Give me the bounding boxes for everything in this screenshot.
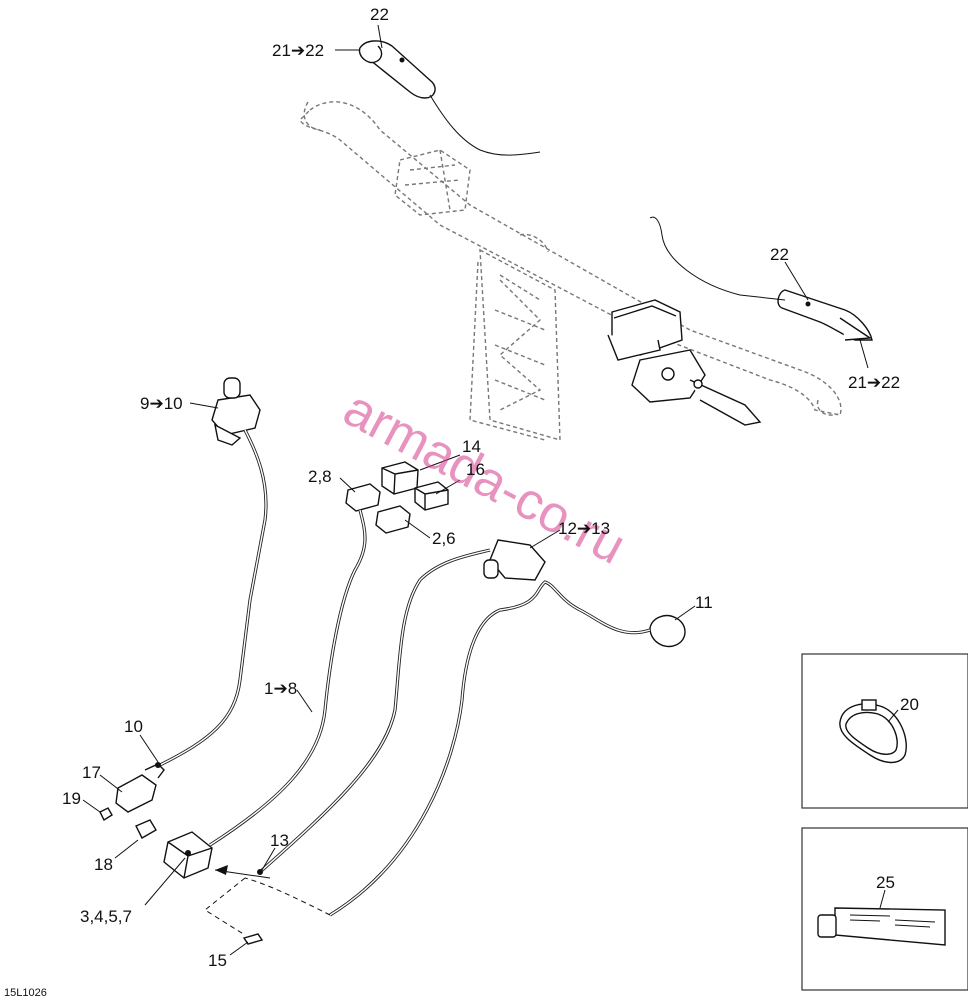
callout-25: 25 bbox=[876, 873, 895, 892]
terminal-18 bbox=[135, 819, 157, 839]
heater-switch-lower bbox=[483, 539, 546, 581]
callout-1-8: 1➔8 bbox=[264, 679, 297, 698]
handlebar-ghost bbox=[299, 101, 842, 441]
callout-9-10: 9➔10 bbox=[140, 394, 183, 413]
callout-13: 13 bbox=[270, 831, 289, 850]
callout-2-8: 2,8 bbox=[308, 467, 332, 486]
callout-18: 18 bbox=[94, 855, 113, 874]
callout-labels: 22 21➔22 22 21➔22 9➔10 14 16 2,8 2,6 12➔… bbox=[62, 5, 919, 970]
callout-22-right: 22 bbox=[770, 245, 789, 264]
connector-17 bbox=[115, 763, 165, 813]
heated-grip-right bbox=[649, 216, 873, 341]
callout-21-22-right: 21➔22 bbox=[848, 373, 900, 392]
callout-12-13: 12➔13 bbox=[558, 519, 610, 538]
pin-15 bbox=[242, 933, 264, 945]
heater-switch-upper bbox=[211, 377, 261, 446]
heated-grip-left bbox=[358, 40, 541, 156]
callout-21-22-top: 21➔22 bbox=[272, 41, 324, 60]
callout-3-4-5-7: 3,4,5,7 bbox=[80, 907, 132, 926]
callout-2-6: 2,6 bbox=[432, 529, 456, 548]
inset-20 bbox=[801, 653, 968, 809]
callout-11: 11 bbox=[695, 593, 713, 612]
callout-15: 15 bbox=[208, 951, 227, 970]
leader-lines bbox=[82, 24, 899, 956]
callout-19: 19 bbox=[62, 789, 81, 808]
callout-14: 14 bbox=[462, 437, 481, 456]
junction-dots bbox=[155, 762, 263, 875]
terminal-19 bbox=[99, 807, 113, 822]
assembly-arrows bbox=[204, 865, 331, 936]
drawing-reference: 15L1026 bbox=[4, 987, 47, 999]
callout-16: 16 bbox=[466, 460, 485, 479]
thermo-sensor bbox=[649, 614, 686, 648]
callout-20: 20 bbox=[900, 695, 919, 714]
wiring-harness bbox=[159, 429, 651, 917]
connectors-upper bbox=[345, 461, 449, 534]
inset-25 bbox=[801, 827, 968, 991]
brake-master-cylinder bbox=[607, 299, 762, 426]
callout-10: 10 bbox=[124, 717, 143, 736]
callout-17: 17 bbox=[82, 763, 101, 782]
callout-22-top: 22 bbox=[370, 5, 389, 24]
